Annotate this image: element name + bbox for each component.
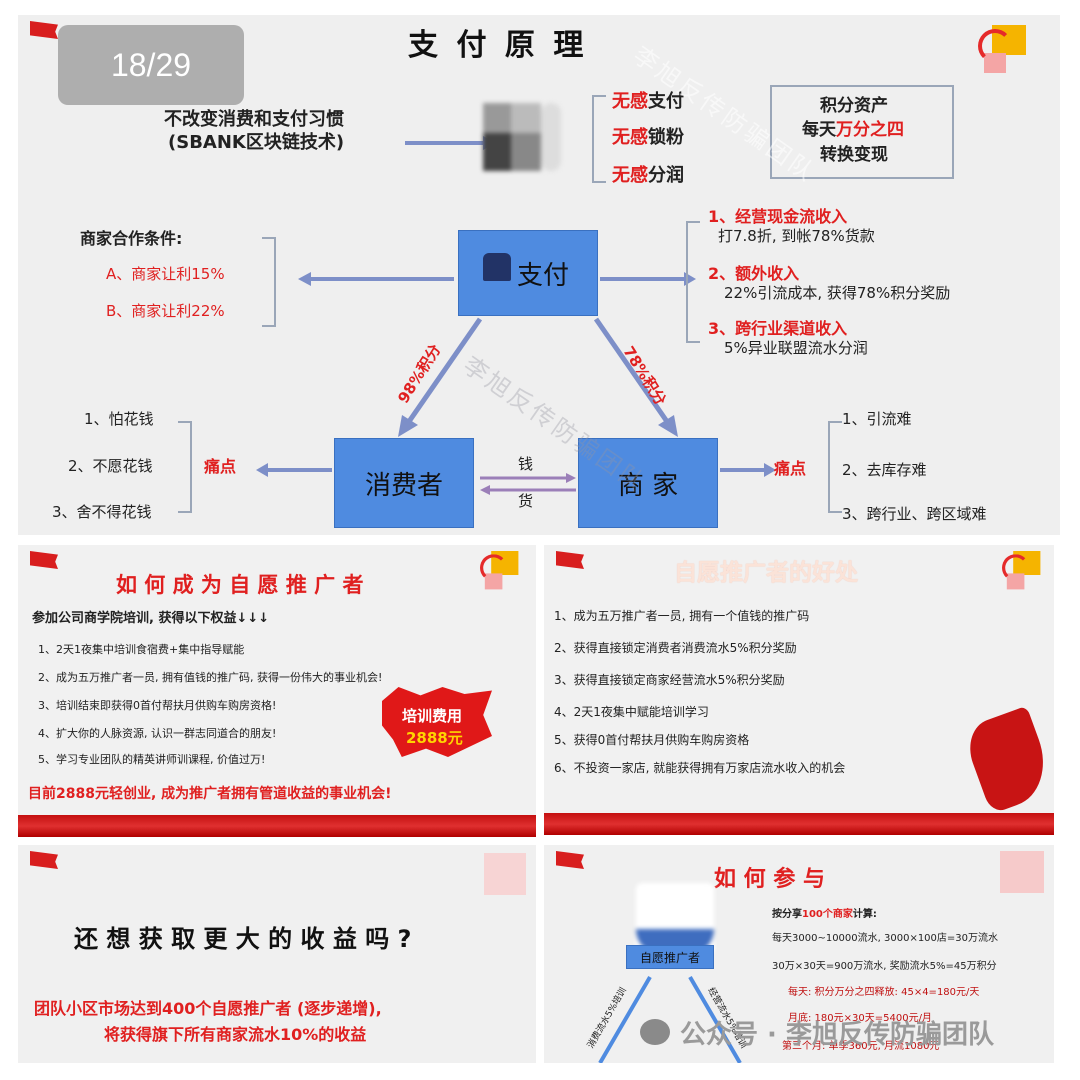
profit-line-1: 团队小区市场达到400个自愿推广者 (逐步递增),	[34, 999, 382, 1018]
benefit-6: 6、不投资一家店, 就能获得拥有万家店流水收入的机会	[554, 761, 846, 775]
merchant-pain-2: 2、去库存难	[842, 461, 927, 479]
flag-icon	[30, 551, 58, 569]
no-sense-profit-share: 无感分润	[612, 165, 684, 186]
consumer-pain-2: 2、不愿花钱	[68, 457, 153, 475]
brand-logo	[978, 25, 1026, 73]
benefit-2: 2、成为五万推广者一员, 拥有值钱的推广码, 获得一份伟大的事业机会!	[38, 671, 383, 684]
blurred-mark	[483, 253, 511, 281]
calc-line-3: 每天: 积分万分之四释放: 45×4=180元/天	[788, 987, 980, 998]
merchant-condition-a: A、商家让利15%	[106, 265, 225, 283]
benefit-3: 3、获得直接锁定商家经营流水5%积分奖励	[554, 673, 785, 687]
slide-title: 如 何 参 与	[714, 867, 825, 892]
slide-payment-principle: 支 付 原 理 不改变消费和支付习惯 (SBANK区块链技术) 无感支付 无感锁…	[18, 15, 1060, 535]
bracket	[262, 237, 276, 327]
merchant-pain-label: 痛点	[774, 459, 807, 478]
payment-box: 支付	[458, 230, 598, 316]
no-sense-lock-fans: 无感锁粉	[612, 127, 684, 148]
principle-line-2: (SBANK区块链技术)	[168, 132, 345, 153]
benefit-5: 5、获得0首付帮扶月供购车购房资格	[554, 733, 750, 747]
benefit-1: 1、2天1夜集中培训食宿费+集中指导赋能	[38, 643, 245, 656]
exchange-arrows-icon	[480, 473, 576, 495]
slide-promoter-benefits: 自愿推广者的好处 1、成为五万推广者一员, 拥有一个值钱的推广码 2、获得直接锁…	[544, 545, 1054, 835]
calc-line-2: 30万×30天=900万流水, 奖励流水5%=45万积分	[772, 961, 997, 972]
benefit-4: 4、扩大你的人脉资源, 认识一群志同道合的朋友!	[38, 727, 277, 740]
calc-line-1: 每天3000~10000流水, 3000×100店=30万流水	[772, 933, 999, 944]
arrow-right-icon	[720, 463, 776, 477]
logo-placeholder	[484, 853, 526, 895]
calc-line-4: 月底: 180元×30天=5400元/月	[788, 1013, 932, 1024]
page-counter: 18/29	[58, 25, 244, 105]
consumer-pain-1: 1、怕花钱	[84, 410, 154, 428]
merchant-condition-b: B、商家让利22%	[106, 302, 225, 320]
wechat-icon	[640, 1019, 670, 1045]
bottom-band	[18, 815, 536, 837]
arrow-right-icon	[600, 272, 696, 286]
consumer-pain-label: 痛点	[204, 457, 237, 476]
bracket	[828, 421, 842, 513]
income-2-body: 22%引流成本, 获得78%积分奖励	[724, 284, 951, 302]
arrow-left-icon	[298, 272, 454, 286]
consumer-box: 消费者	[334, 438, 474, 528]
consumer-pain-3: 3、舍不得花钱	[52, 503, 152, 521]
slide-more-profit: 还 想 获 取 更 大 的 收 益 吗 ? 团队小区市场达到400个自愿推广者 …	[18, 845, 536, 1063]
merchant-pain-1: 1、引流难	[842, 410, 912, 428]
benefit-1: 1、成为五万推广者一员, 拥有一个值钱的推广码	[554, 609, 810, 623]
bracket	[592, 95, 606, 183]
income-1-body: 打7.8折, 到帐78%货款	[718, 227, 875, 245]
points-asset-box: 积分资产 每天万分之四 转换变现	[770, 85, 954, 179]
fee-label: 培训费用	[402, 707, 463, 725]
income-3-body: 5%异业联盟流水分润	[724, 339, 868, 357]
red-ribbon-decoration	[960, 705, 1054, 815]
money-label: 钱	[518, 455, 534, 473]
bracket	[178, 421, 192, 513]
income-3-head: 3、跨行业渠道收入	[708, 319, 848, 338]
goods-label: 货	[518, 492, 534, 510]
flag-icon	[30, 851, 58, 869]
intro: 参加公司商学院培训, 获得以下权益↓↓↓	[32, 611, 270, 626]
bottom-band	[544, 813, 1054, 835]
bracket	[686, 221, 700, 343]
fee-value: 2888元	[406, 729, 463, 747]
slide-how-to-become: 如 何 成 为 自 愿 推 广 者 参加公司商学院培训, 获得以下权益↓↓↓ 1…	[18, 545, 536, 837]
arrow-down-right-icon	[593, 317, 678, 437]
income-1-head: 1、经营现金流收入	[708, 207, 848, 226]
logo-placeholder	[1000, 851, 1044, 893]
slide-how-to-join: 如 何 参 与 自愿推广者 按分享100个商家计算: 每天3000~10000流…	[544, 845, 1054, 1063]
slide-title: 自愿推广者的好处	[674, 560, 858, 586]
merchant-pain-3: 3、跨行业、跨区域难	[842, 505, 987, 523]
slide-title: 如 何 成 为 自 愿 推 广 者	[116, 573, 364, 597]
no-sense-payment: 无感支付	[612, 91, 684, 112]
slide-title: 还 想 获 取 更 大 的 收 益 吗 ?	[74, 925, 412, 953]
flag-icon	[556, 851, 584, 869]
brand-logo	[480, 551, 519, 590]
merchant-conditions-heading: 商家合作条件:	[80, 229, 183, 248]
arrow-down-left-icon	[398, 317, 483, 437]
benefit-5: 5、学习专业团队的精英讲师训课程, 价值过万!	[38, 753, 266, 766]
diagonal-arrows-icon	[598, 975, 742, 1063]
income-2-head: 2、额外收入	[708, 264, 800, 283]
bottom-slogan: 目前2888元轻创业, 成为推广者拥有管道收益的事业机会!	[28, 786, 392, 802]
wechat-footer: 公众号 · 李旭反传防骗团队	[640, 1012, 994, 1052]
slide-title: 支 付 原 理	[408, 28, 588, 63]
benefit-4: 4、2天1夜集中赋能培训学习	[554, 705, 709, 719]
calc-line-5: 第三个月: 单季360元, 月流1080元	[782, 1041, 940, 1052]
benefit-2: 2、获得直接锁定消费者消费流水5%积分奖励	[554, 641, 797, 655]
profit-line-2: 将获得旗下所有商家流水10%的收益	[104, 1025, 367, 1044]
promoter-box: 自愿推广者	[626, 945, 714, 969]
principle-line-1: 不改变消费和支付习惯	[164, 109, 344, 130]
arrow-left-icon	[256, 463, 332, 477]
flag-icon	[556, 551, 584, 569]
merchant-box: 商 家	[578, 438, 718, 528]
benefit-3: 3、培训结束即获得0首付帮扶月供购车购房资格!	[38, 699, 277, 712]
blurred-image	[483, 103, 563, 173]
calc-heading: 按分享100个商家计算:	[772, 909, 877, 920]
brand-logo	[1002, 551, 1041, 590]
flag-icon	[30, 21, 58, 39]
